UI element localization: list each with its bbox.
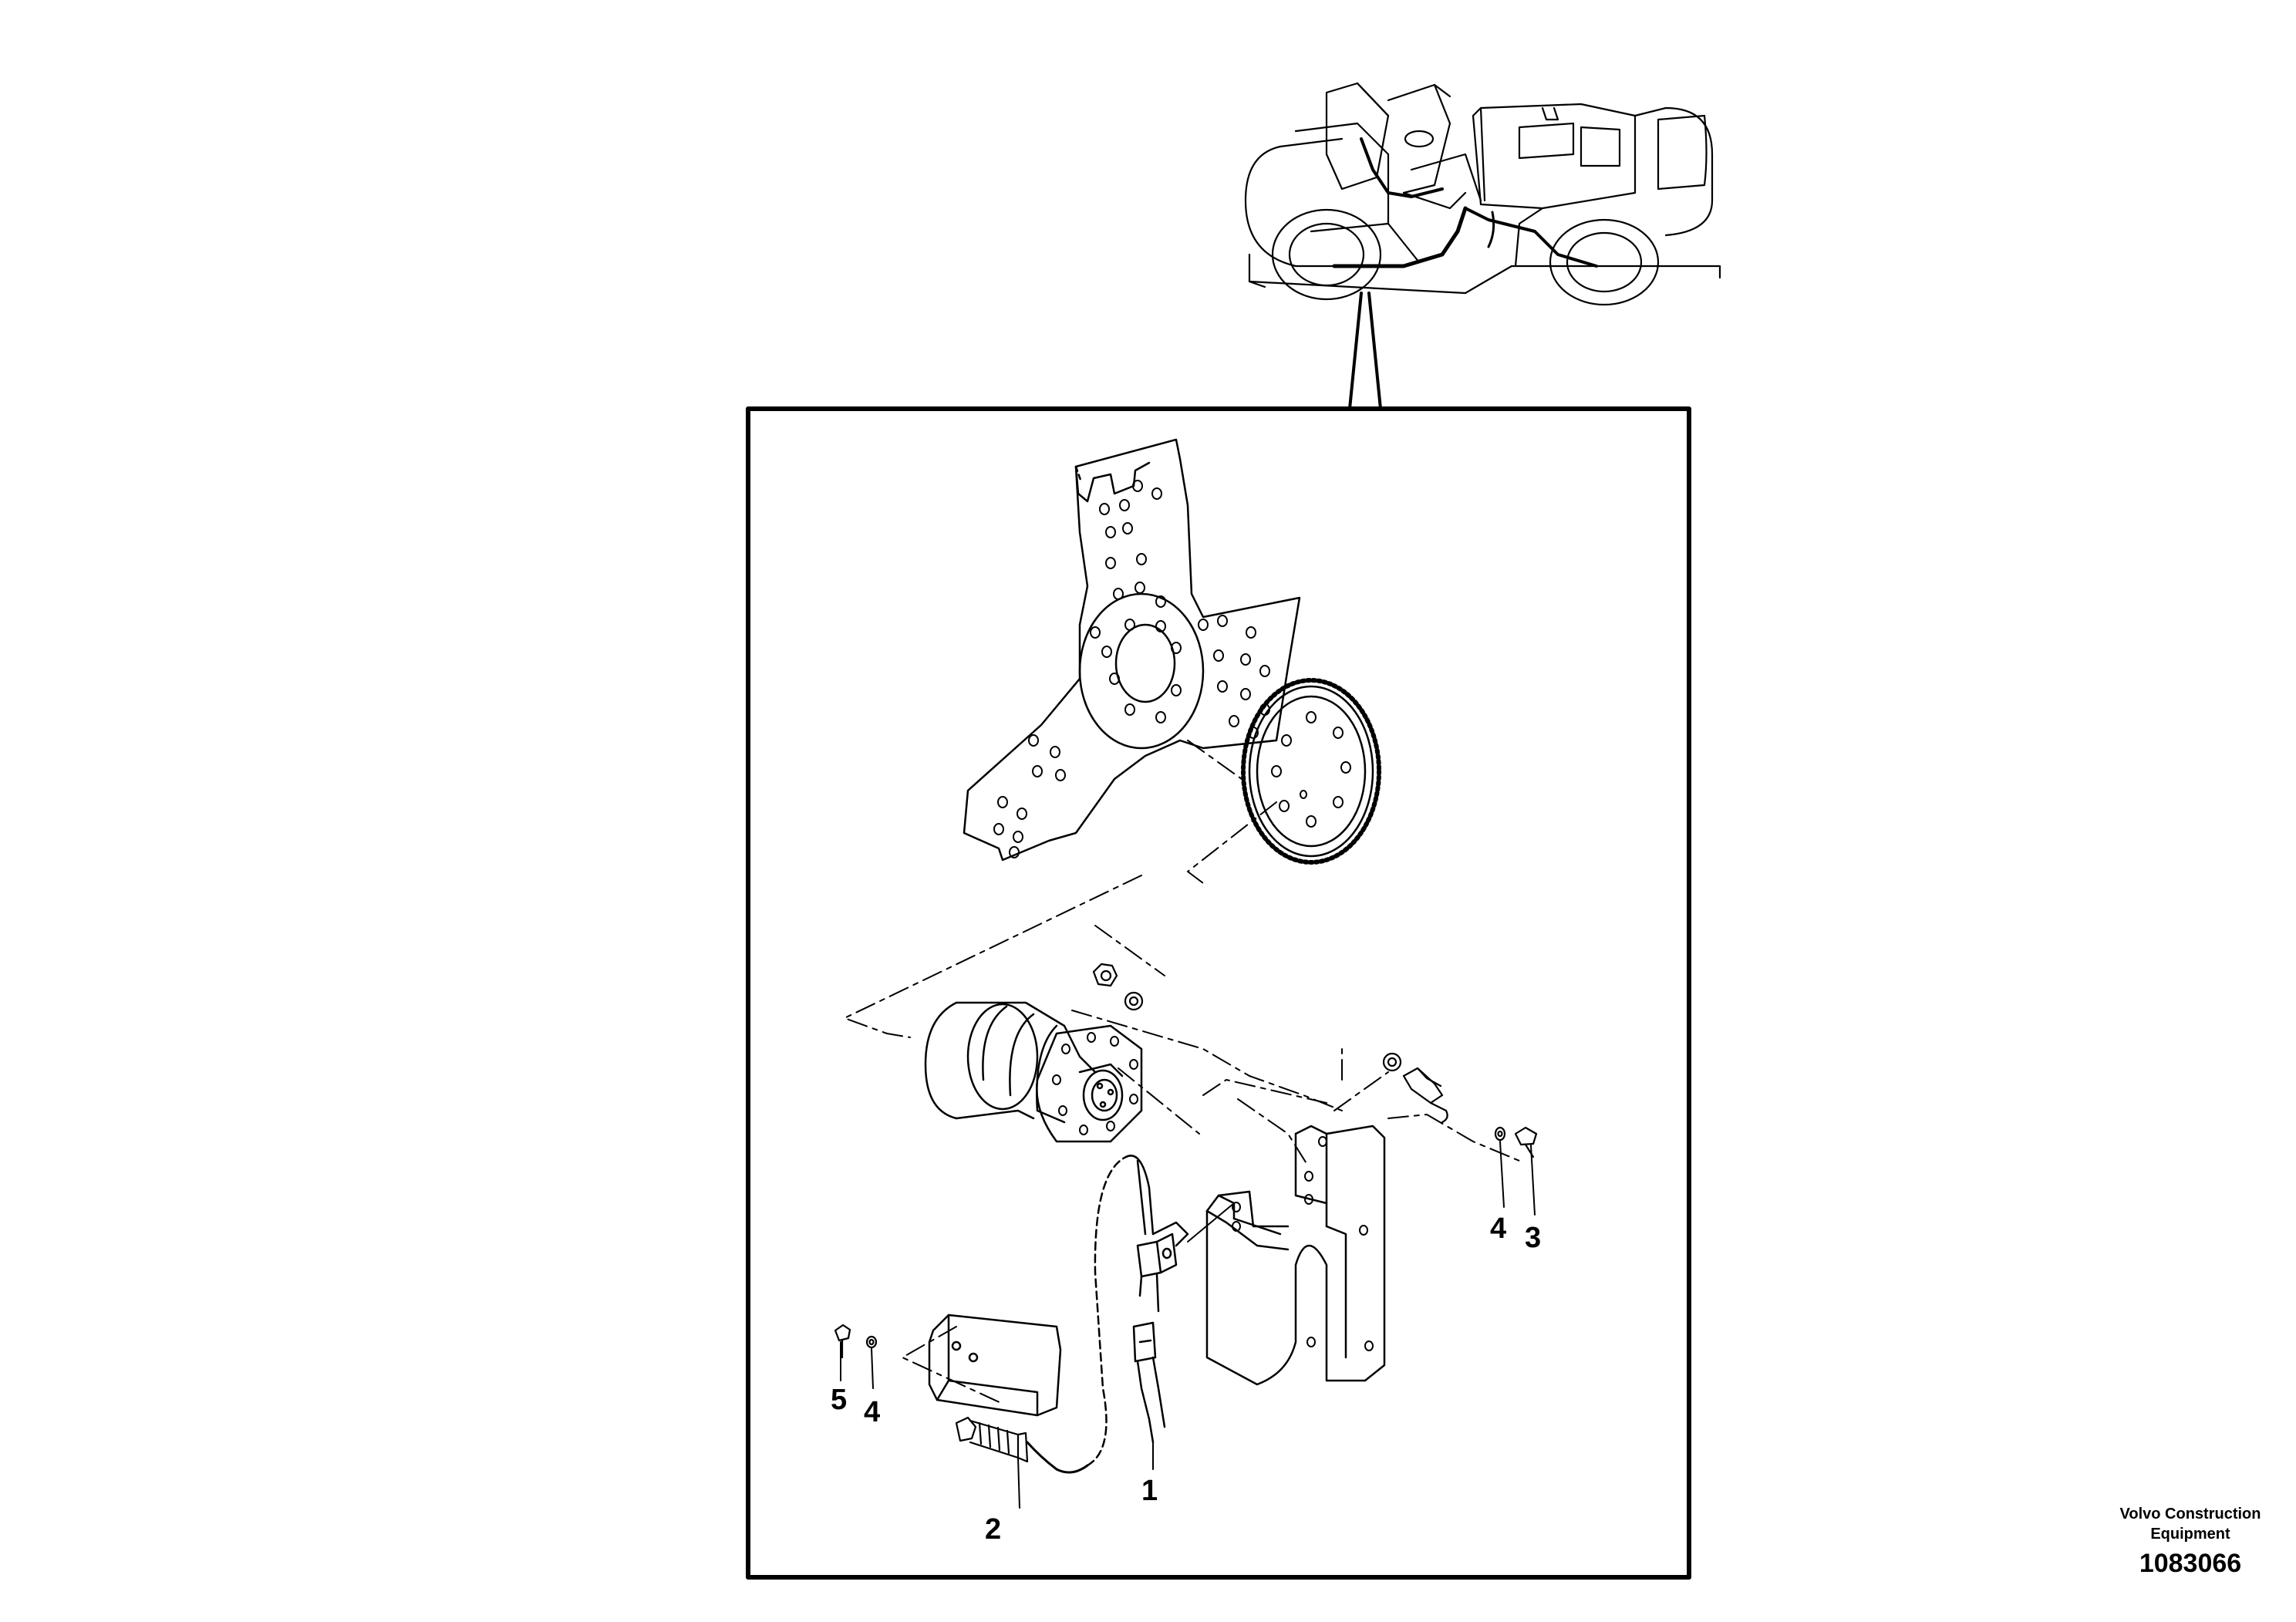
callout-5: 5 [831, 1384, 847, 1416]
detail-frame [746, 406, 1691, 1580]
brand-block: Volvo Construction Equipment 1083066 [2082, 1504, 2296, 1579]
speed-sensor [955, 1416, 1089, 1474]
hydraulic-motor [924, 1001, 1143, 1143]
sensor-bracket [1205, 1125, 1386, 1386]
ring-gear [1241, 678, 1381, 865]
bolt-washer-upper [1382, 1052, 1448, 1124]
company-name-line1: Volvo Construction [2119, 1506, 2261, 1523]
machine-overview [1244, 82, 1721, 410]
nut-washer-top [1092, 963, 1144, 1011]
callout-4-right: 4 [1490, 1212, 1506, 1245]
flywheel-plate [963, 438, 1301, 862]
callout-2: 2 [985, 1513, 1001, 1546]
leader-lines [840, 1141, 1536, 1509]
hardware-right [1494, 1126, 1538, 1158]
small-bracket [928, 1313, 1062, 1417]
sensor-cable [1086, 1155, 1189, 1467]
assembly-lines [840, 740, 1520, 1404]
drawing-number: 1083066 [2139, 1549, 2242, 1578]
company-name-line2: Equipment [2150, 1526, 2230, 1543]
callout-4-left: 4 [864, 1396, 880, 1428]
callout-1: 1 [1141, 1475, 1158, 1507]
hardware-left [834, 1324, 878, 1359]
callout-3: 3 [1525, 1222, 1541, 1254]
